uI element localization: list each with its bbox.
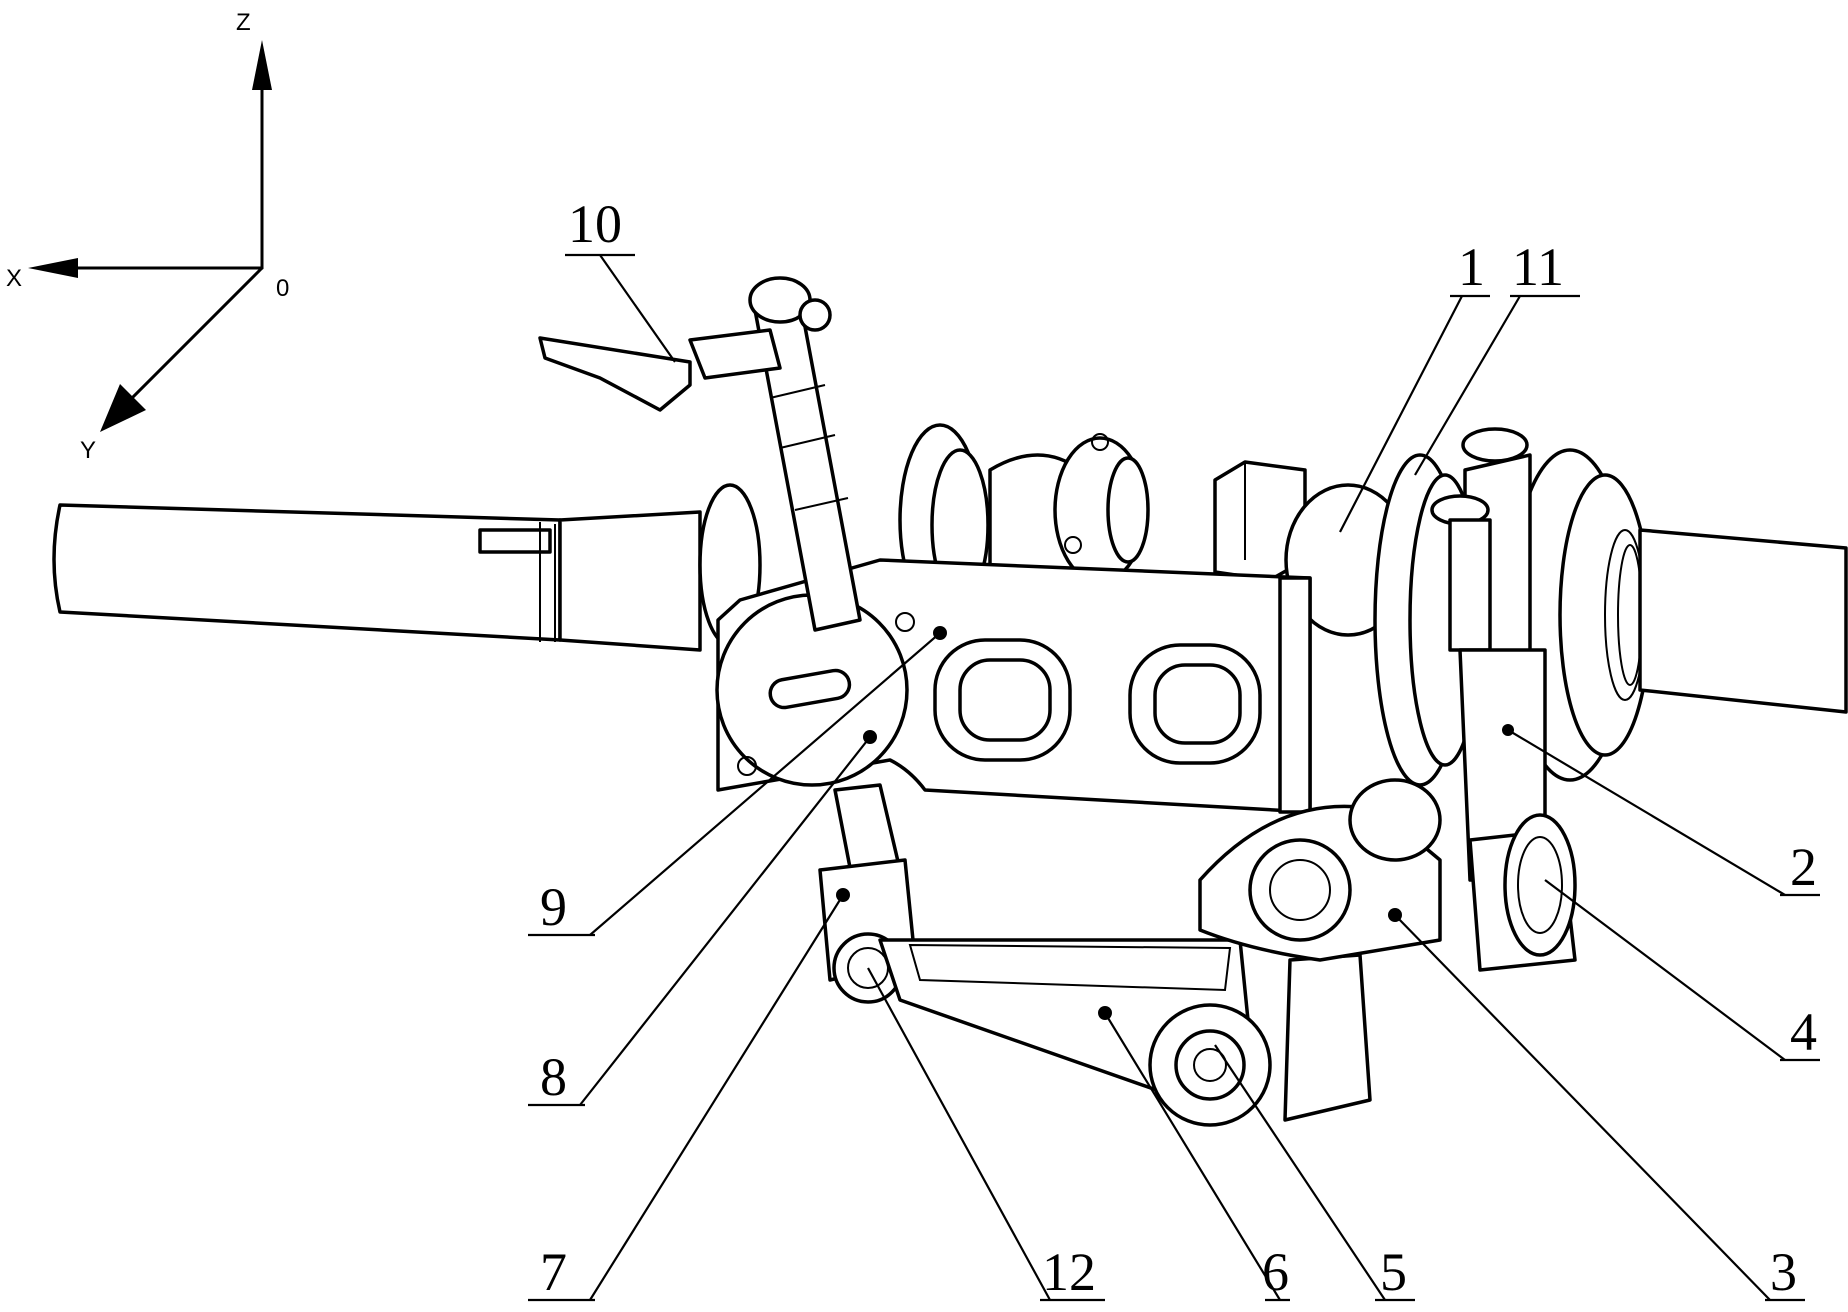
label-12: 12 [1042,1242,1096,1302]
coordinate-axes: Z X Y 0 [6,9,289,464]
label-11: 11 [1512,237,1564,297]
hub-boss [1176,1031,1244,1099]
hub-clamp [1285,955,1370,1120]
slot-left-inner [960,660,1050,740]
right-shaft [1640,530,1846,712]
shaft-step [560,512,700,650]
clamp-screw-top [1463,429,1527,461]
label-10: 10 [568,194,622,254]
slot-right-inner [1155,665,1240,743]
z-axis-label: Z [236,9,251,36]
lower-link-assembly [820,780,1440,1125]
label-3: 3 [1770,1242,1797,1302]
z-arrow-icon [252,40,272,90]
upper-arm-pivot [800,300,830,330]
label-2: 2 [1790,837,1817,897]
label-9: 9 [540,877,567,937]
rocker-ball [1350,780,1440,860]
handle-clamp [690,330,780,378]
label-5: 5 [1380,1242,1407,1302]
rocker-pivot [1250,840,1350,940]
label-8: 8 [540,1047,567,1107]
handle-lever [540,338,690,410]
label-1: 1 [1458,237,1485,297]
x-arrow-icon [28,258,78,278]
y-axis-label: Y [80,437,96,464]
block-side [1280,578,1310,812]
label-7: 7 [540,1242,567,1302]
label-6: 6 [1262,1242,1289,1302]
crank-disc-b-face [1108,458,1148,562]
screw-body [1450,520,1490,650]
origin-label: 0 [276,275,289,302]
label-4: 4 [1790,1002,1817,1062]
x-axis-label: X [6,265,22,292]
left-shaft [54,505,560,640]
slotted-block [717,560,1310,812]
